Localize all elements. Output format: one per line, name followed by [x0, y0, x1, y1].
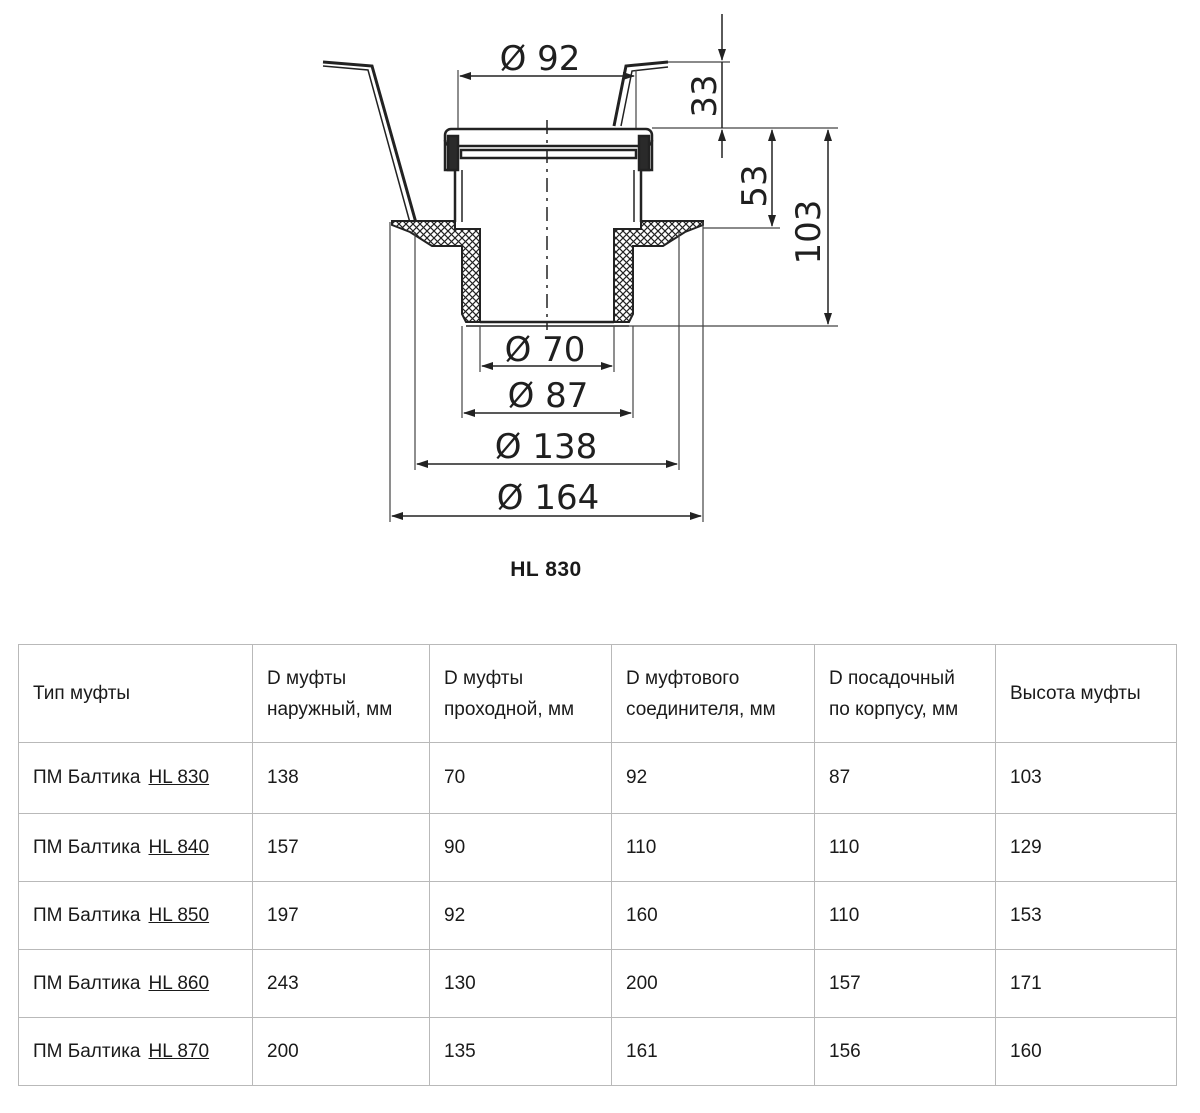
cell-height: 103 [995, 742, 1177, 814]
cell-d-pass: 135 [429, 1017, 612, 1086]
cell-d-pass: 92 [429, 881, 612, 950]
cell-height: 129 [995, 813, 1177, 882]
cell-d-connector: 160 [611, 881, 815, 950]
coupling-upper-body [443, 127, 654, 222]
cell-height: 153 [995, 881, 1177, 950]
dim-d-coupling: Ø 92 [500, 39, 581, 79]
cell-height: 160 [995, 1017, 1177, 1086]
cell-d-outer: 200 [252, 1017, 430, 1086]
cell-d-pass: 130 [429, 949, 612, 1018]
model-link-hl840[interactable]: HL 840 [148, 836, 210, 858]
cell-d-pass: 70 [429, 742, 612, 814]
dim-h-top: 33 [685, 74, 725, 117]
dim-d-flange: Ø 164 [497, 478, 599, 518]
header-type: Тип муфты [18, 644, 253, 743]
drawing-caption: HL 830 [510, 558, 582, 581]
dimension-lines [391, 14, 832, 520]
cell-d-seat: 87 [814, 742, 996, 814]
dim-d-pass: Ø 70 [505, 330, 586, 370]
model-link-hl850[interactable]: HL 850 [148, 904, 210, 926]
header-height: Высота муфты [995, 644, 1177, 743]
cell-d-connector: 92 [611, 742, 815, 814]
cell-d-seat: 156 [814, 1017, 996, 1086]
dim-d-seat: Ø 87 [508, 376, 589, 416]
grate-frame-right [612, 60, 669, 127]
coupling-flange-section [391, 220, 704, 327]
cell-d-connector: 110 [611, 813, 815, 882]
cell-d-outer: 138 [252, 742, 430, 814]
technical-drawing: Ø 92 33 53 103 Ø 70 Ø 87 Ø 138 Ø 164 [322, 14, 838, 522]
model-link-hl830[interactable]: HL 830 [148, 767, 210, 788]
dim-h-total: 103 [789, 200, 829, 265]
model-link-hl870[interactable]: HL 870 [148, 1040, 210, 1062]
dim-h-mid: 53 [735, 164, 775, 207]
grate-frame-left [322, 60, 420, 231]
extension-lines [389, 61, 838, 522]
cell-d-outer: 157 [252, 813, 430, 882]
cell-d-pass: 90 [429, 813, 612, 882]
cell-d-seat: 110 [814, 813, 996, 882]
cell-d-seat: 110 [814, 881, 996, 950]
dim-d-outer: Ø 138 [495, 427, 597, 467]
cell-d-outer: 243 [252, 949, 430, 1018]
model-link-hl860[interactable]: HL 860 [148, 972, 210, 994]
cell-d-outer: 197 [252, 881, 430, 950]
cell-d-connector: 161 [611, 1017, 815, 1086]
cell-d-seat: 157 [814, 949, 996, 1018]
cell-d-connector: 200 [611, 949, 815, 1018]
cell-height: 171 [995, 949, 1177, 1018]
